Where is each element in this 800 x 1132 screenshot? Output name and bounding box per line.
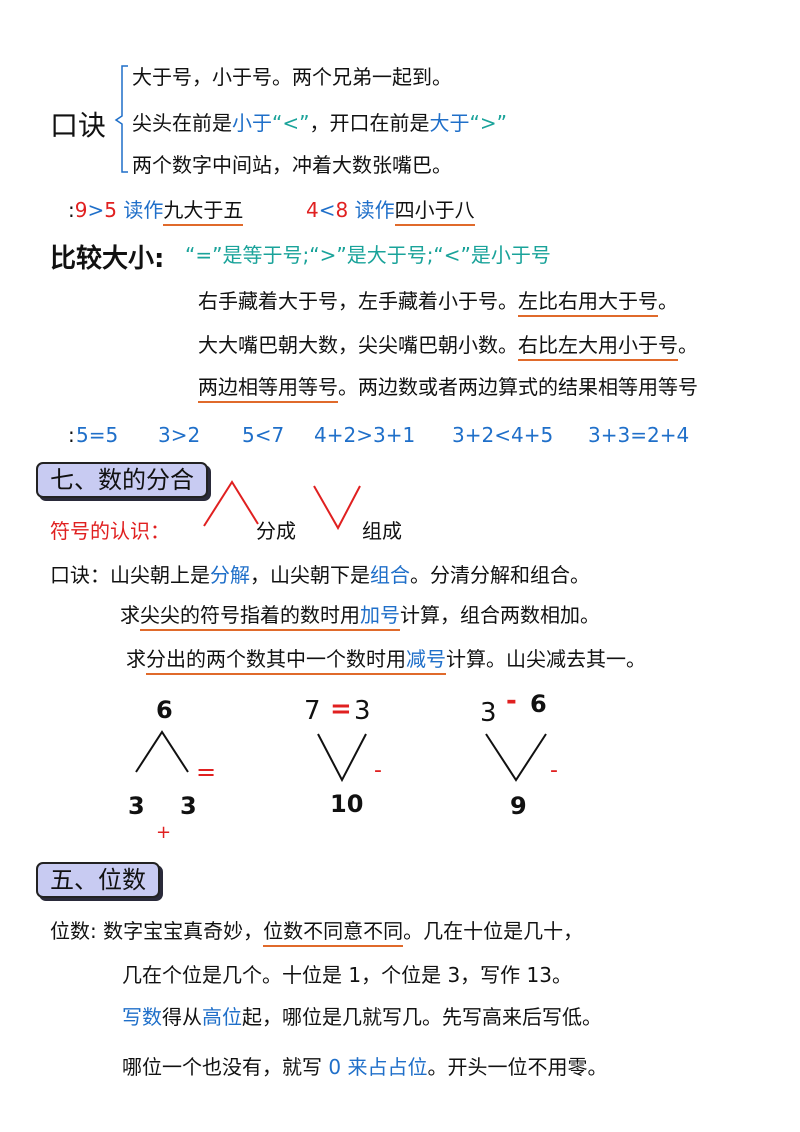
example-read-b: 4<8 读作四小于八	[306, 197, 475, 226]
digits-line-4: 哪位一个也没有，就写 0 来占占位。开头一位不用零。	[122, 1055, 608, 1079]
diagram1-equals: =	[196, 758, 217, 786]
diagram1-right: 3	[180, 792, 197, 820]
example-item: 3>2	[158, 423, 201, 447]
compare-label: 比较大小:	[50, 244, 165, 274]
combine-label: 组成	[362, 519, 402, 543]
diagram2-equals: =	[330, 694, 352, 724]
example-item: 5<7	[242, 423, 285, 447]
diagram2-right: 3	[354, 696, 371, 726]
split-label: 分成	[256, 519, 296, 543]
diagram3-left: 3	[480, 698, 497, 728]
diagram1-top: 6	[156, 696, 173, 724]
symbols-label: 符号的认识：	[50, 519, 170, 543]
diagram3-right: 6	[530, 690, 547, 718]
digits-line-2: 几在个位是几个。十位是 1，个位是 3，写作 13。	[122, 963, 572, 987]
compare-line-2: 大大嘴巴朝大数，尖尖嘴巴朝小数。右比左大用小于号。	[198, 332, 698, 361]
example-item: 5=5	[76, 423, 119, 447]
example-prefix: :	[68, 423, 75, 447]
compare-line-3: 两边相等用等号。两边数或者两边算式的结果相等用等号	[198, 374, 698, 403]
mnemonic-line-3: 两个数字中间站，冲着大数张嘴巴。	[132, 153, 452, 177]
brace-icon	[114, 65, 128, 173]
diagram1-plus: +	[156, 822, 172, 843]
example-read-a: :9>5 读作九大于五	[68, 197, 244, 226]
diagram2-minus: -	[374, 758, 382, 783]
example-item: 3+2<4+5	[452, 423, 554, 447]
section-title-7: 七、数的分合	[36, 462, 208, 498]
mnemonic-label: 口诀	[50, 109, 107, 142]
digits-line-3: 写数得从高位起，哪位是几就写几。先写高来后写低。	[122, 1005, 602, 1029]
combine-symbol-icon	[313, 485, 361, 531]
mnemonic2-line-3: 求分出的两个数其中一个数时用减号计算。山尖减去其一。	[126, 646, 646, 675]
example-item: 3+3=2+4	[588, 423, 690, 447]
diagram2-bottom: 10	[330, 790, 364, 818]
mnemonic2-line-1: 口诀：山尖朝上是分解，山尖朝下是组合。分清分解和组合。	[50, 563, 590, 587]
diagram3-bottom: 9	[510, 792, 527, 820]
mnemonic-line-1: 大于号，小于号。两个兄弟一起到。	[132, 65, 452, 89]
split-symbol-icon	[203, 480, 259, 527]
compare-signs: “=”是等于号;“>”是大于号;“<”是小于号	[185, 243, 551, 267]
diagram1-split-lines	[135, 730, 189, 773]
section-title-5: 五、位数	[36, 862, 160, 898]
diagram2-combine-lines	[317, 733, 367, 783]
digits-line-1: 位数: 数字宝宝真奇妙，位数不同意不同。几在十位是几十，	[50, 918, 583, 947]
diagram3-minus: -	[550, 758, 558, 783]
diagram3-minus-top: -	[506, 686, 517, 716]
diagram1-left: 3	[128, 792, 145, 820]
mnemonic-line-2: 尖头在前是小于“<”，开口在前是大于“>”	[132, 111, 507, 135]
diagram3-combine-lines	[485, 733, 547, 782]
mnemonic2-line-2: 求尖尖的符号指着的数时用加号计算，组合两数相加。	[120, 602, 600, 631]
compare-line-1: 右手藏着大于号，左手藏着小于号。左比右用大于号。	[198, 288, 678, 317]
example-item: 4+2>3+1	[314, 423, 416, 447]
diagram2-left: 7	[304, 696, 321, 726]
